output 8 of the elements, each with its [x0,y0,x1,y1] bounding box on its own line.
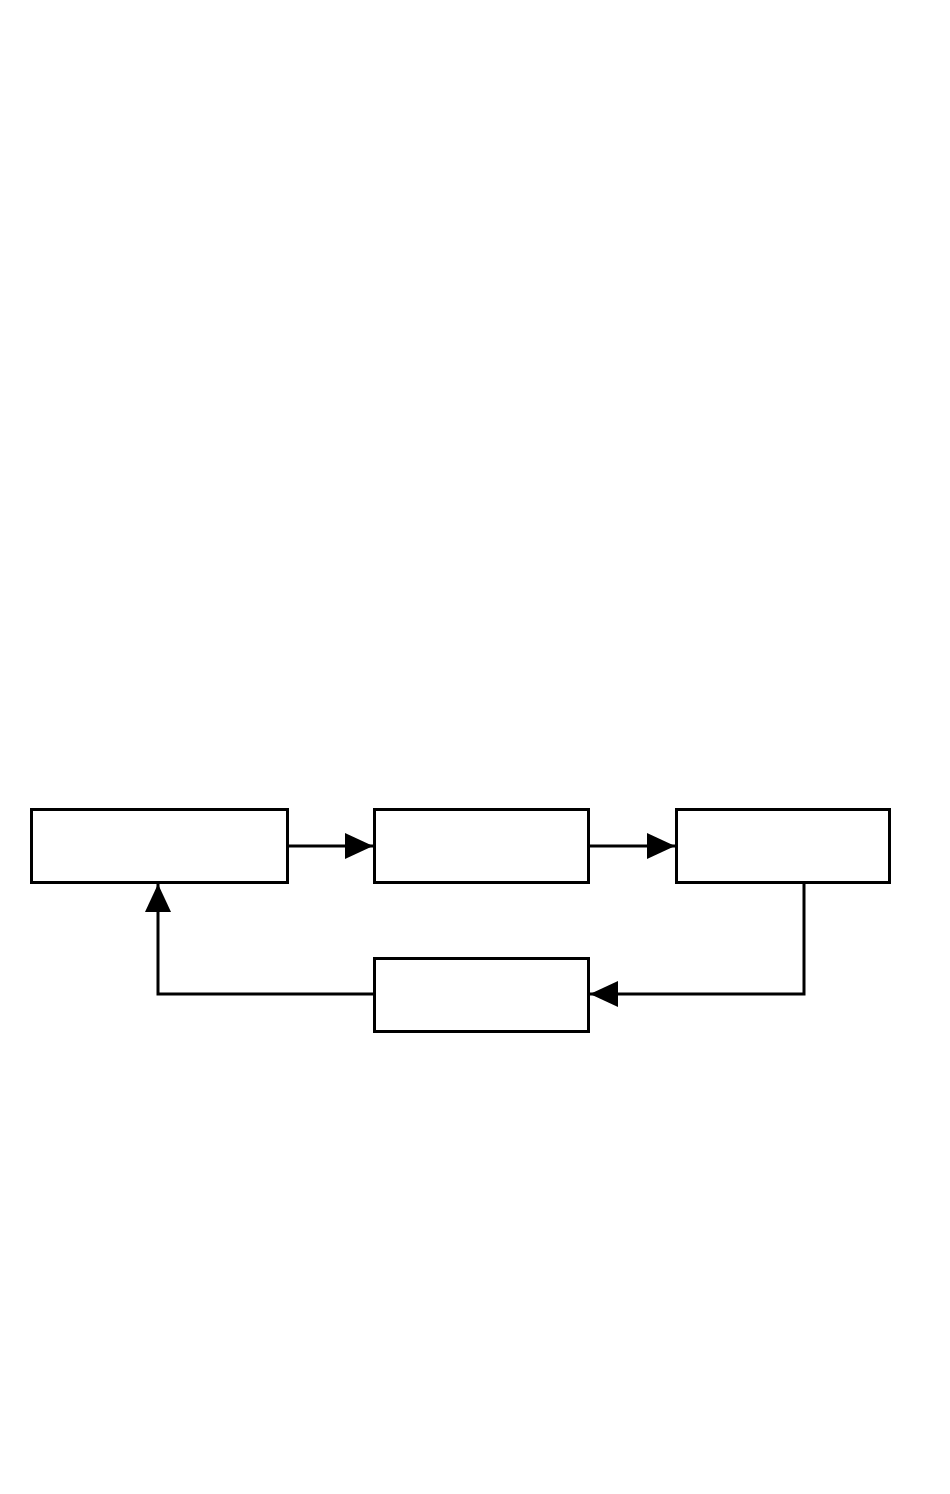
process-box [373,808,590,884]
process-box [30,808,289,884]
arrow [289,833,373,859]
process-box [675,808,891,884]
process-box [373,957,590,1033]
arrow [145,884,373,996]
arrow [590,833,675,859]
arrow [590,884,806,1007]
